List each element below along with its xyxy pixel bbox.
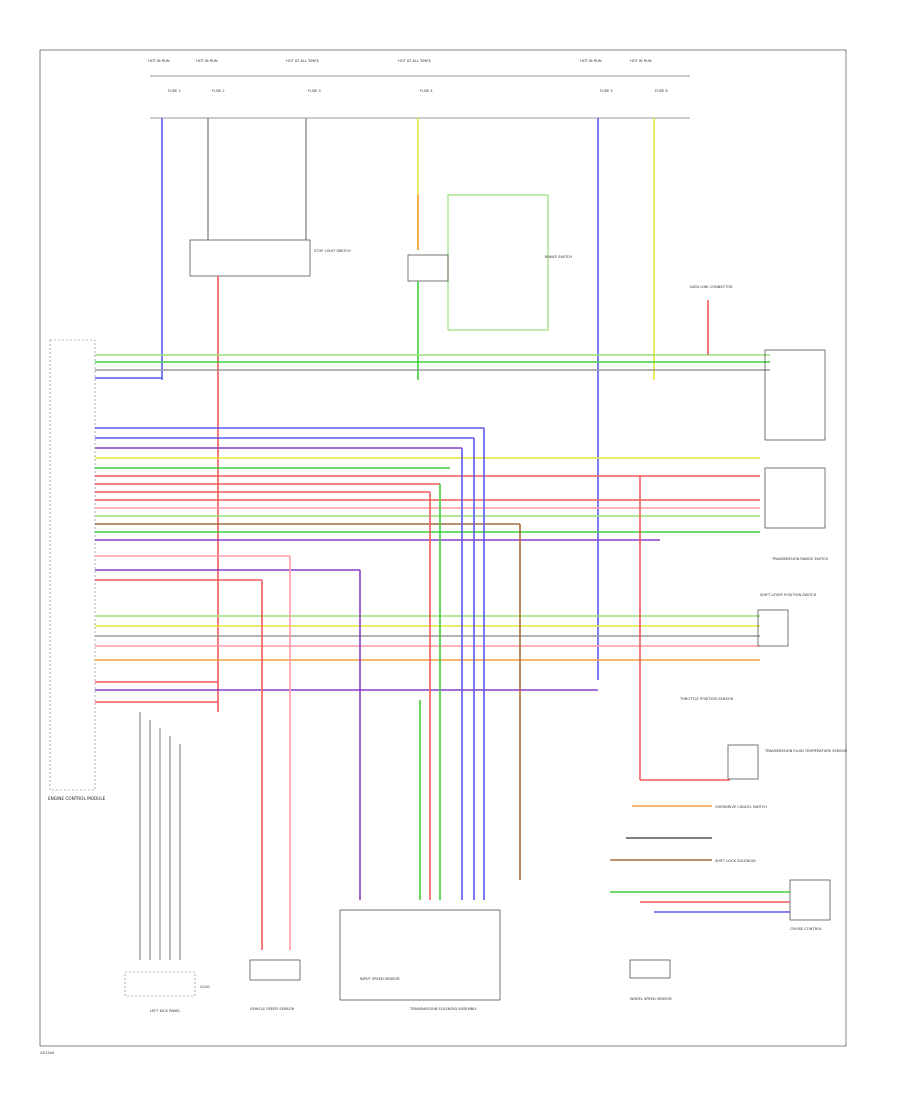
- fuse-2-label: FUSE 2: [212, 89, 225, 93]
- shift-module-label: SHIFT LOCK SOLENOID: [715, 859, 756, 863]
- temp-sensor-label: TRANSMISSION FLUID TEMPERATURE SENSOR: [764, 749, 848, 753]
- fuse-4-label: FUSE 4: [420, 89, 433, 93]
- fuse-3-header: HOT AT ALL TIMES: [286, 59, 320, 63]
- trans-solenoid-label: TRANSMISSION SOLENOID ASSEMBLY: [409, 1007, 478, 1011]
- data-link-connector: [764, 349, 826, 441]
- temp-sensor-block: [727, 744, 759, 780]
- fuse-5-label: FUSE 5: [600, 89, 613, 93]
- ecm-label: ENGINE CONTROL MODULE: [48, 796, 106, 801]
- diagram-frame: [39, 49, 847, 1047]
- fuse-6-header: HOT IN RUN: [630, 59, 652, 63]
- data-link-label: DATA LINK CONNECTOR: [690, 285, 733, 289]
- fuse-5: HOT IN RUN FUSE 5: [580, 59, 613, 93]
- shift-lever-label: SHIFT LEVER POSITION SWITCH: [760, 593, 817, 597]
- brake-switch-loop: [447, 194, 549, 331]
- fuse-4-header: HOT AT ALL TIMES: [398, 59, 432, 63]
- lower-left-label: LEFT KICK PANEL: [150, 1009, 180, 1013]
- fuse-6-label: FUSE 6: [655, 89, 668, 93]
- stop-switch-label: STOP LIGHT SWITCH: [314, 249, 351, 253]
- fuse-1-header: HOT IN RUN: [148, 59, 170, 63]
- fuse-3-label: FUSE 3: [308, 89, 321, 93]
- brake-switch-block: [407, 254, 449, 282]
- speed-sensor-block: [249, 959, 301, 981]
- ecm-outline: [49, 339, 96, 791]
- ground-point: [124, 971, 196, 997]
- trans-range-block: [764, 467, 826, 529]
- input-speed-label: INPUT SPEED SENSOR: [360, 977, 400, 981]
- fuse-6: HOT IN RUN FUSE 6: [630, 59, 668, 93]
- fuse-4: HOT AT ALL TIMES FUSE 4: [398, 59, 433, 93]
- wheel-sensor-label: WHEEL SPEED SENSOR: [630, 997, 672, 1001]
- trans-range-label: TRANSMISSION RANGE SWITCH: [771, 557, 829, 561]
- stop-switch-block: [189, 239, 311, 277]
- wheel-sensor-block: [629, 959, 671, 979]
- trans-solenoid-box: [339, 909, 501, 1001]
- fuse-3: HOT AT ALL TIMES FUSE 3: [286, 59, 321, 93]
- fuse-1-label: FUSE 1: [168, 89, 181, 93]
- fuse-2: HOT IN RUN FUSE 2: [196, 59, 225, 93]
- overdrive-label: OVERDRIVE CANCEL SWITCH: [715, 805, 767, 809]
- fuse-5-header: HOT IN RUN: [580, 59, 602, 63]
- throttle-sensor-label: THROTTLE POSITION SENSOR: [679, 697, 734, 701]
- footer-code: G01344: [40, 1051, 55, 1055]
- brake-switch-label: BRAKE SWITCH: [545, 255, 572, 259]
- cruise-block: [789, 879, 831, 921]
- fuse-1: HOT IN RUN FUSE 1: [148, 59, 181, 93]
- speed-sensor-label: VEHICLE SPEED SENSOR: [250, 1007, 295, 1011]
- cruise-label: CRUISE CONTROL: [790, 927, 822, 931]
- throttle-sensor-block: [757, 609, 789, 647]
- fuse-2-header: HOT IN RUN: [196, 59, 218, 63]
- ground-note: G100: [200, 985, 210, 989]
